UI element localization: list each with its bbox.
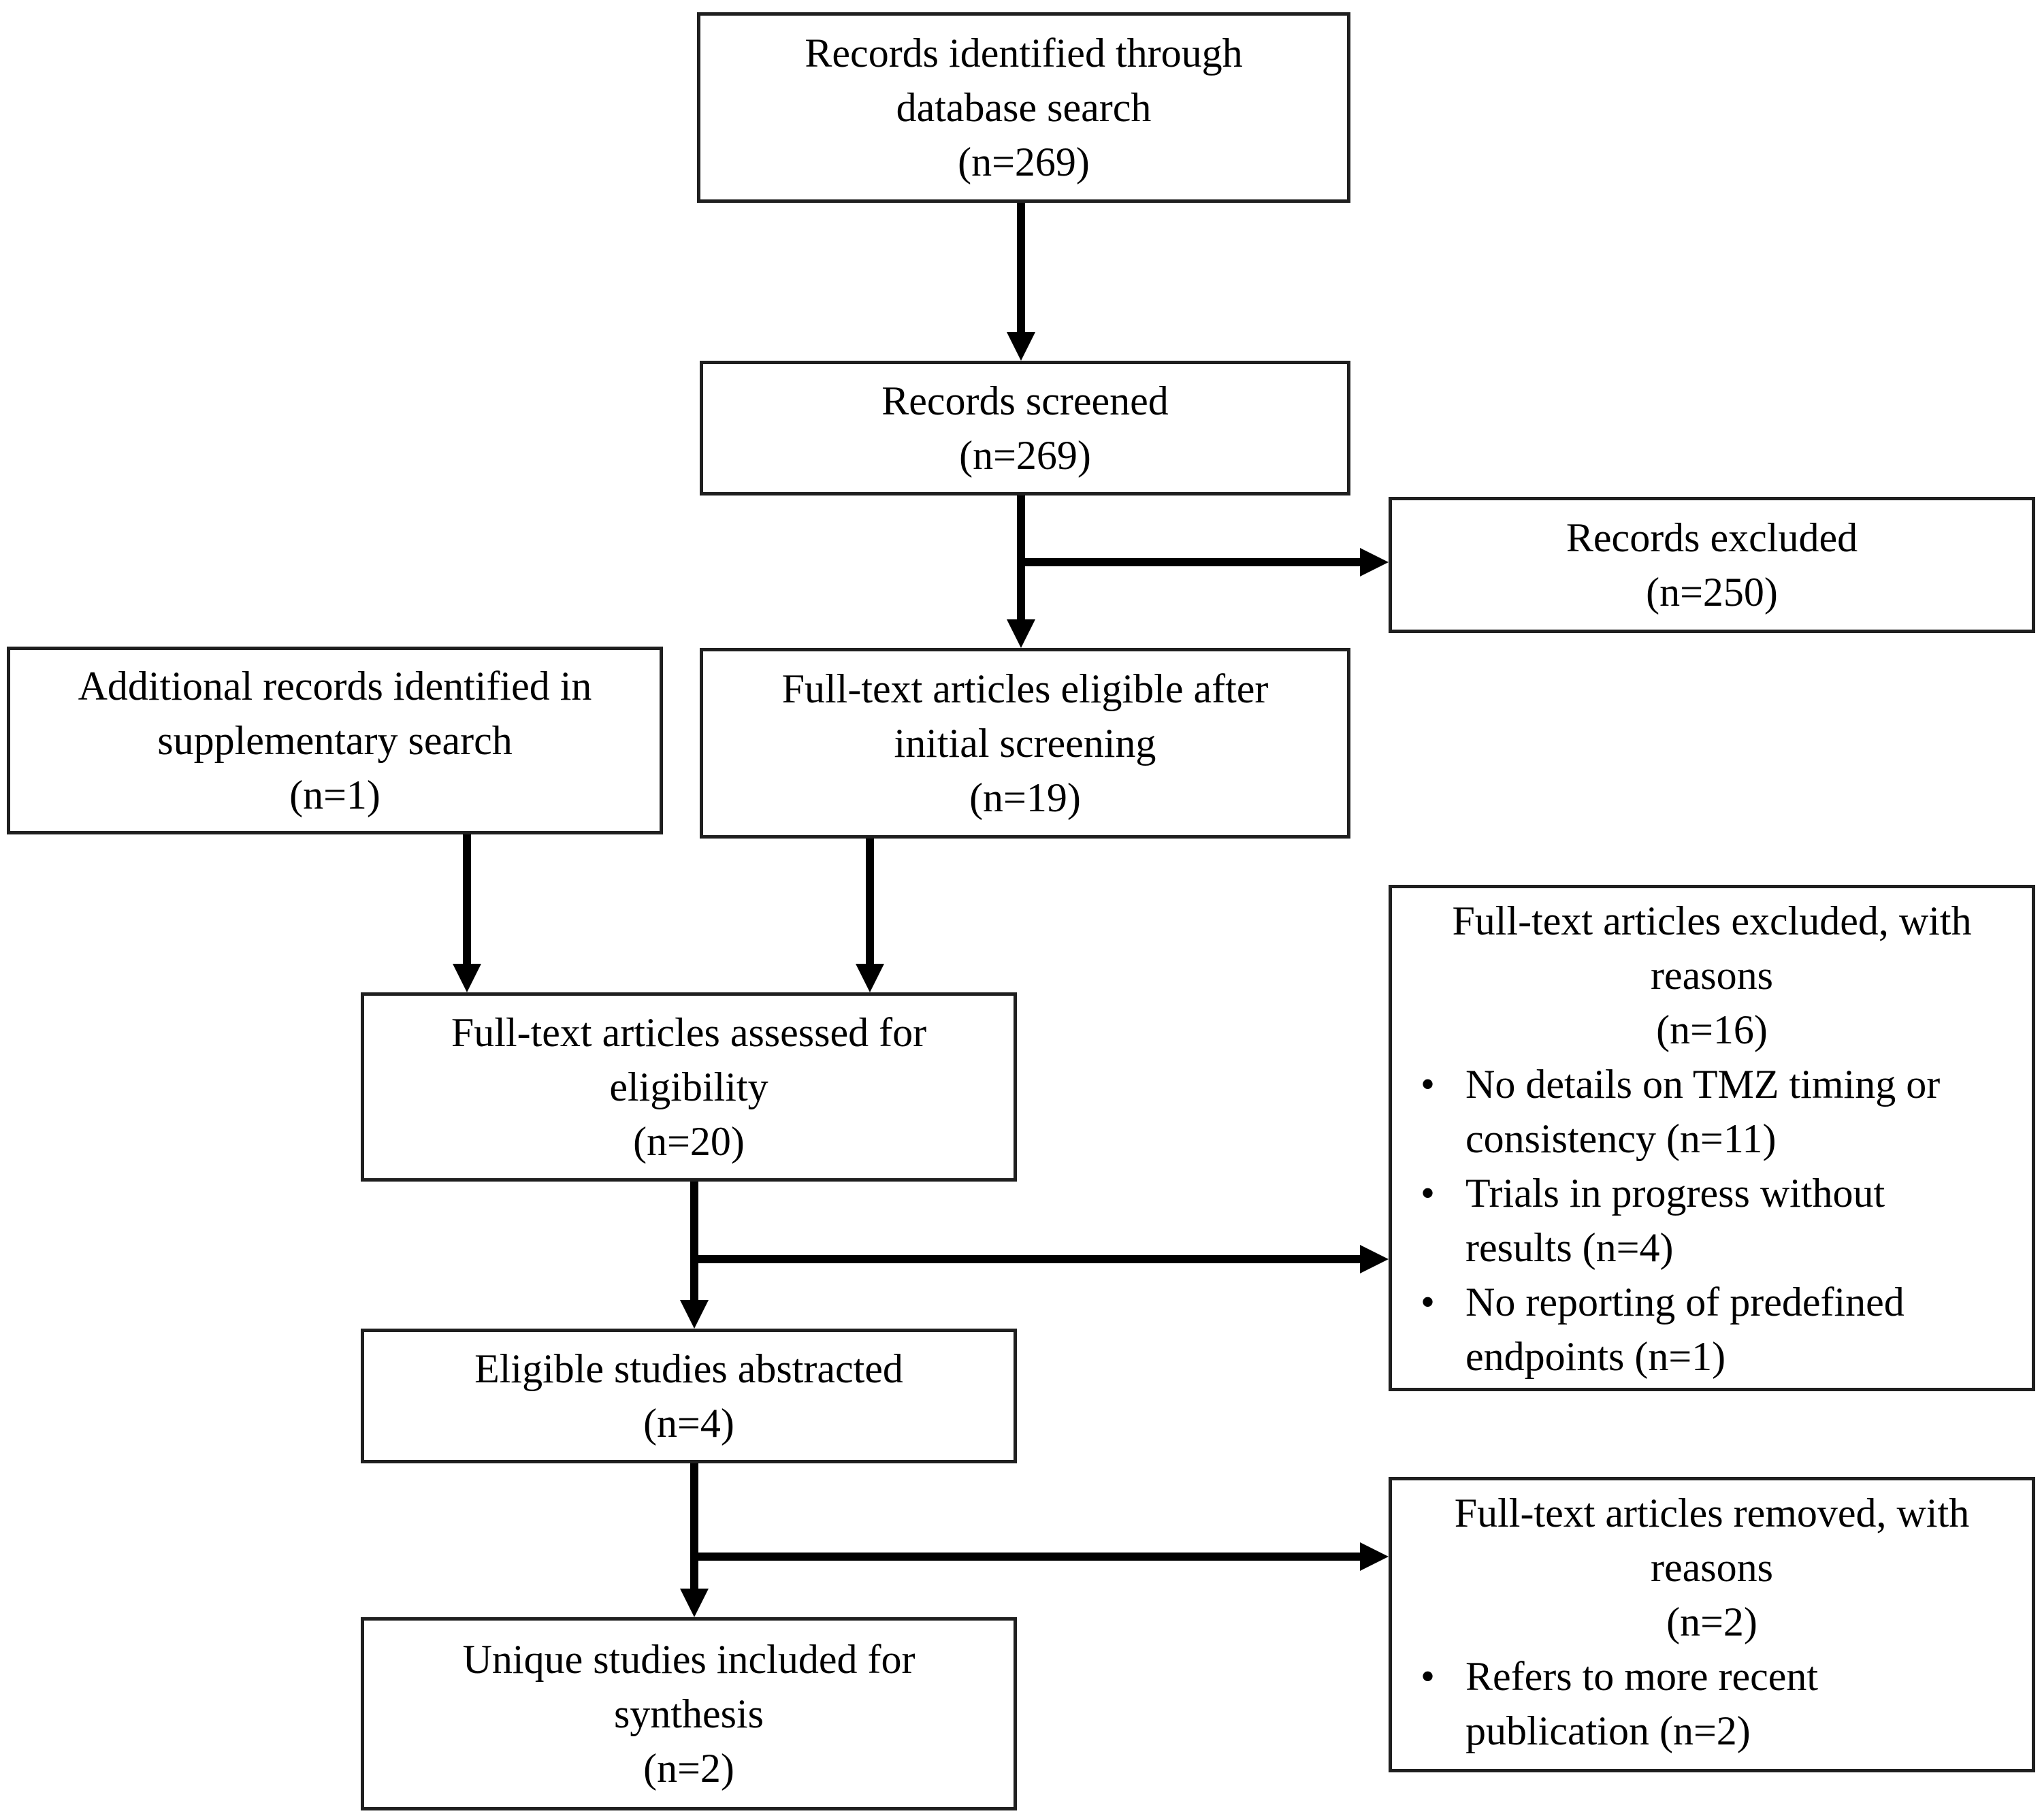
box-fulltext-removed-title: Full-text articles removed, with reasons… — [1454, 1491, 1970, 1644]
arrow-line-eligible-to-assessed — [866, 839, 874, 964]
bullet-icon: • — [1421, 1062, 1436, 1107]
bullet-icon: • — [1421, 1280, 1436, 1325]
box-fulltext-removed: Full-text articles removed, with reasons… — [1389, 1477, 2035, 1772]
arrowhead-identified-to-screened — [1007, 332, 1035, 361]
removal-reason-item: • Refers to more recent publication (n=2… — [1421, 1649, 2018, 1758]
exclusion-reason-list: • No details on TMZ timing or consistenc… — [1392, 1057, 2032, 1384]
arrowhead-abstracted-to-removed-reasons — [1360, 1542, 1389, 1571]
exclusion-reason-item: • Trials in progress without results (n=… — [1421, 1166, 2018, 1275]
exclusion-reason-item: • No reporting of predefined endpoints (… — [1421, 1275, 2018, 1384]
arrow-line-additional-to-assessed — [463, 834, 471, 964]
arrowhead-screened-to-excluded — [1360, 548, 1389, 576]
box-records-screened-text: Records screened (n=269) — [881, 378, 1169, 478]
box-records-identified-text: Records identified through database sear… — [805, 31, 1243, 184]
exclusion-reason-item: • No details on TMZ timing or consistenc… — [1421, 1057, 2018, 1166]
exclusion-reason-text: No reporting of predefined endpoints (n=… — [1465, 1280, 1905, 1379]
box-fulltext-excluded-title: Full-text articles excluded, with reason… — [1452, 898, 1972, 1052]
arrowhead-screened-to-eligible — [1007, 619, 1035, 648]
box-records-identified: Records identified through database sear… — [697, 12, 1350, 203]
box-fulltext-assessed: Full-text articles assessed for eligibil… — [361, 992, 1017, 1182]
removal-reason-list: • Refers to more recent publication (n=2… — [1392, 1649, 2032, 1758]
arrowhead-assessed-to-excluded-reasons — [1360, 1245, 1389, 1273]
box-unique-included-text: Unique studies included for synthesis (n… — [462, 1637, 915, 1791]
arrow-line-abstracted-to-removed-reasons — [690, 1553, 1364, 1561]
exclusion-reason-text: Trials in progress without results (n=4) — [1465, 1171, 1885, 1270]
box-eligible-abstracted: Eligible studies abstracted (n=4) — [361, 1329, 1017, 1463]
box-records-excluded-text: Records excluded (n=250) — [1566, 515, 1858, 615]
box-unique-included: Unique studies included for synthesis (n… — [361, 1617, 1017, 1810]
box-fulltext-assessed-text: Full-text articles assessed for eligibil… — [451, 1010, 927, 1164]
arrow-line-assessed-to-excluded-reasons — [690, 1255, 1364, 1263]
box-additional-records: Additional records identified in supplem… — [7, 647, 663, 834]
arrowhead-abstracted-to-included — [680, 1589, 709, 1617]
arrowhead-additional-to-assessed — [453, 964, 481, 992]
arrowhead-assessed-to-abstracted — [680, 1300, 709, 1329]
arrow-line-abstracted-to-included — [690, 1463, 698, 1589]
bullet-icon: • — [1421, 1171, 1436, 1216]
arrow-line-screened-to-excluded — [1017, 558, 1364, 566]
arrow-line-identified-to-screened — [1017, 203, 1025, 332]
arrow-line-assessed-to-abstracted — [690, 1182, 698, 1300]
removal-reason-text: Refers to more recent publication (n=2) — [1465, 1654, 1819, 1753]
arrowhead-eligible-to-assessed — [856, 964, 884, 992]
box-fulltext-excluded: Full-text articles excluded, with reason… — [1389, 885, 2035, 1391]
bullet-icon: • — [1421, 1654, 1436, 1699]
arrow-line-screened-to-eligible — [1017, 495, 1025, 619]
box-additional-records-text: Additional records identified in supplem… — [78, 664, 592, 817]
box-fulltext-eligible: Full-text articles eligible after initia… — [700, 648, 1350, 839]
box-fulltext-eligible-text: Full-text articles eligible after initia… — [781, 666, 1269, 820]
exclusion-reason-text: No details on TMZ timing or consistency … — [1465, 1062, 1941, 1161]
box-records-excluded: Records excluded (n=250) — [1389, 497, 2035, 633]
box-records-screened: Records screened (n=269) — [700, 361, 1350, 495]
box-eligible-abstracted-text: Eligible studies abstracted (n=4) — [474, 1346, 903, 1446]
